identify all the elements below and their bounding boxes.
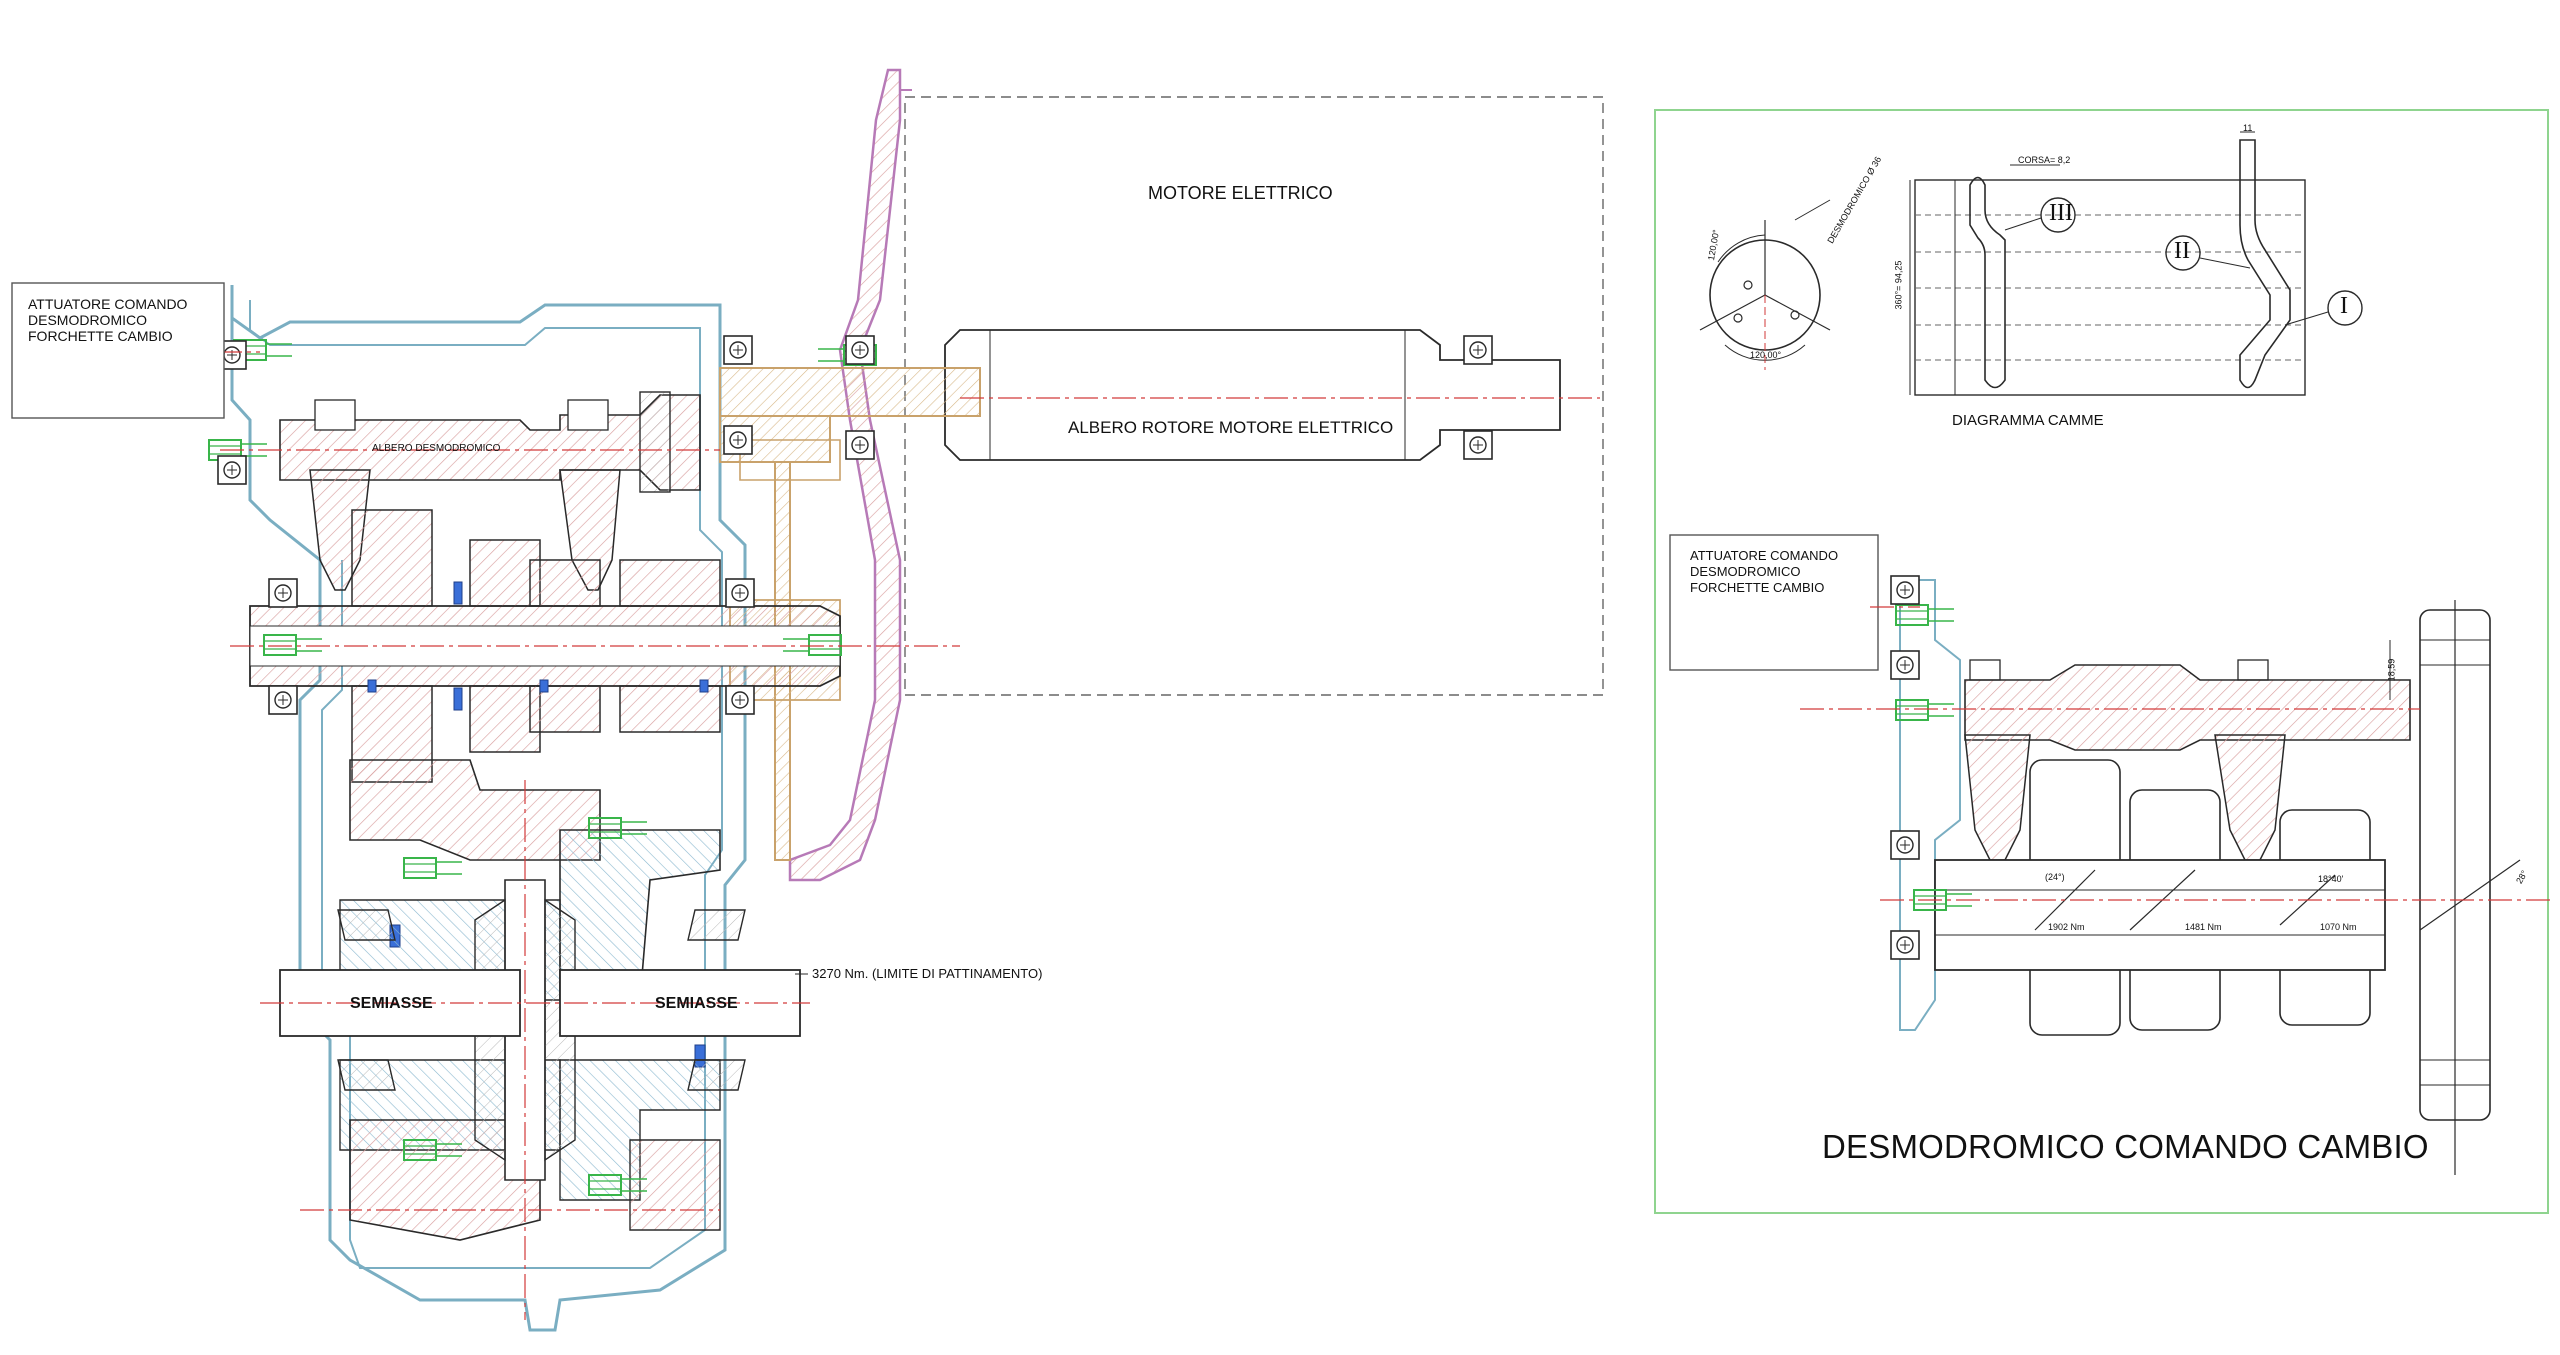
motor-flange — [788, 68, 902, 882]
cam-groove-diagram — [1909, 131, 2363, 396]
torque-1-label: 1902 Nm — [2048, 922, 2085, 932]
motore-elettrico-label: MOTORE ELETTRICO — [1148, 183, 1333, 203]
albero-desmodromico-label: ALBERO DESMODROMICO — [372, 443, 501, 454]
torque-limit-label: 3270 Nm. (LIMITE DI PATTINAMENTO) — [812, 966, 1043, 981]
attuatore-box-left — [11, 282, 225, 419]
side-dim-label: 18,59 — [2386, 658, 2397, 682]
helix-angle-1: (24°) — [2045, 872, 2065, 882]
attuatore-right-line2: DESMODROMICO — [1690, 564, 1801, 579]
torque-3-label: 1070 Nm — [2320, 922, 2357, 932]
attuatore-right-line1: ATTUATORE COMANDO — [1690, 548, 1839, 563]
diagramma-camme-label: DIAGRAMMA CAMME — [1952, 412, 2104, 429]
attuatore-left-line3: FORCHETTE CAMBIO — [28, 328, 173, 344]
angle-bottom-label: 120,00° — [1750, 350, 1782, 360]
torque-2-label: 1481 Nm — [2185, 922, 2222, 932]
rotor-shaft — [944, 329, 1561, 461]
attuatore-box-right — [1669, 534, 1879, 671]
albero-rotore-label: ALBERO ROTORE MOTORE ELETTRICO — [1068, 418, 1394, 437]
height-dim-label: 360°= 94,25 — [1893, 260, 1904, 310]
attuatore-right-line3: FORCHETTE CAMBIO — [1690, 580, 1825, 595]
gearbox-section — [180, 68, 1604, 1332]
attuatore-left-line2: DESMODROMICO — [28, 312, 147, 328]
width-dim-label: 11 — [2243, 123, 2253, 133]
cam-position-3: III — [2049, 200, 2073, 226]
cam-angle-diagram — [1699, 199, 1831, 370]
gearbox-casing — [230, 285, 747, 1332]
helix-angle-2: 18°40' — [2318, 874, 2344, 884]
semiasse-right-label: SEMIASSE — [655, 995, 738, 1012]
corsa-label: CORSA= 8,2 — [2018, 155, 2071, 165]
cam-position-2: II — [2174, 238, 2190, 264]
desmodromico-panel — [1654, 109, 2549, 1214]
attuatore-left-line1: ATTUATORE COMANDO — [28, 296, 188, 312]
panel-title: DESMODROMICO COMANDO CAMBIO — [1822, 1128, 2429, 1165]
desmodromic-detail — [1899, 579, 2521, 1175]
cam-position-1: I — [2340, 293, 2348, 319]
semiasse-left-label: SEMIASSE — [350, 995, 433, 1012]
